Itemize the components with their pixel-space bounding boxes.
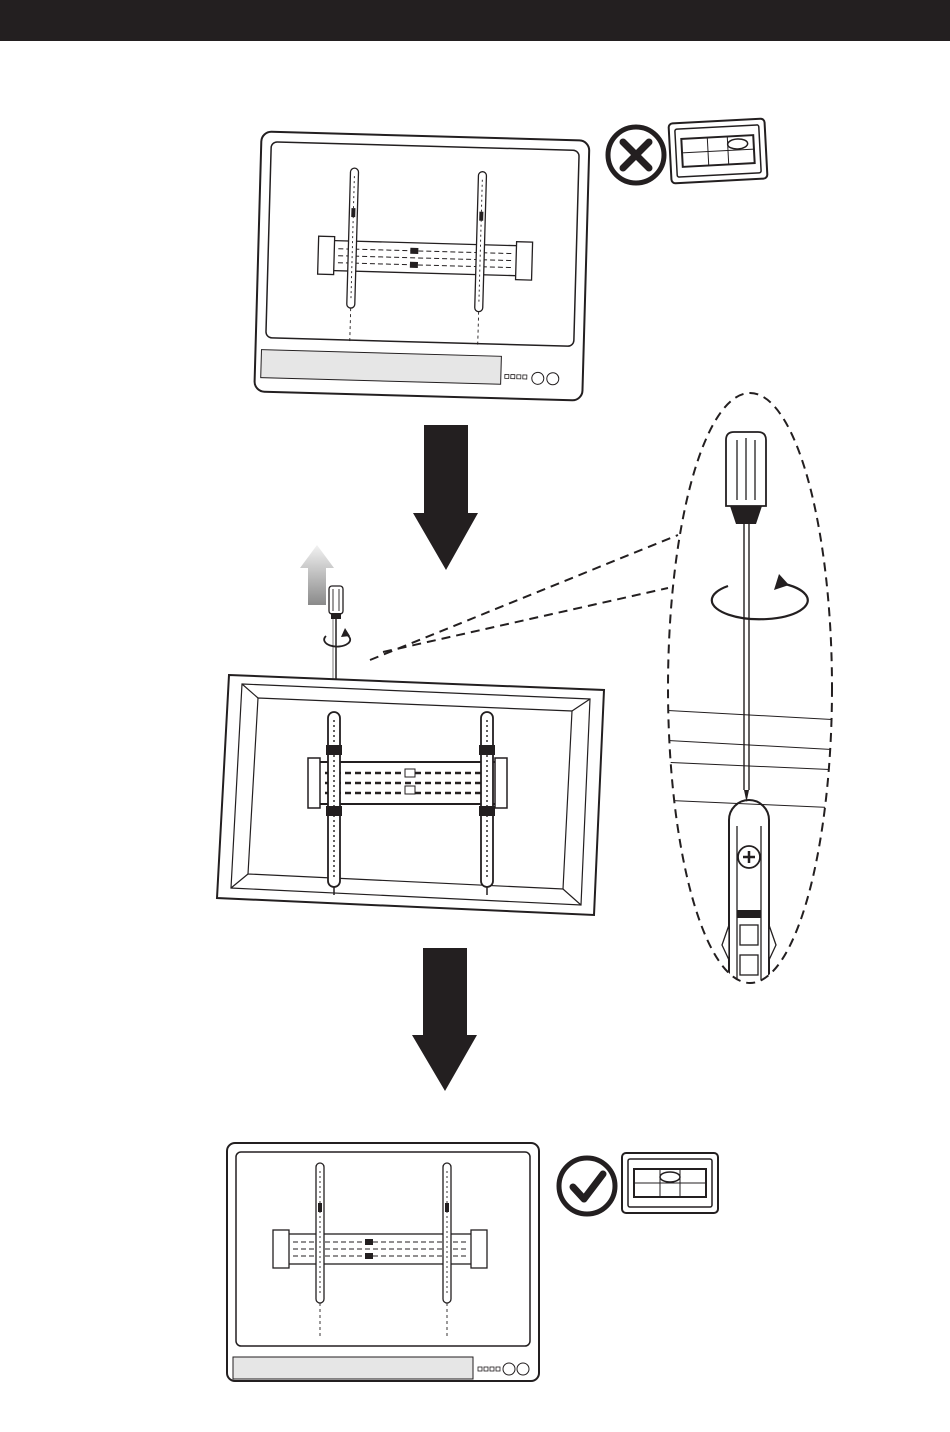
tv-level (227, 1143, 539, 1381)
rotate-large-icon (712, 574, 808, 619)
level-centered-icon (622, 1153, 718, 1213)
check-circle-icon (559, 1158, 615, 1214)
down-arrow-icon (413, 425, 478, 570)
tv-back-panel (217, 675, 604, 915)
screwdriver-large-icon (726, 432, 766, 802)
level-off-center-icon (668, 119, 767, 184)
cross-circle-icon (608, 127, 664, 183)
tv-tilted (254, 132, 589, 401)
down-arrow-icon (412, 948, 477, 1091)
rotate-icon (324, 628, 350, 647)
